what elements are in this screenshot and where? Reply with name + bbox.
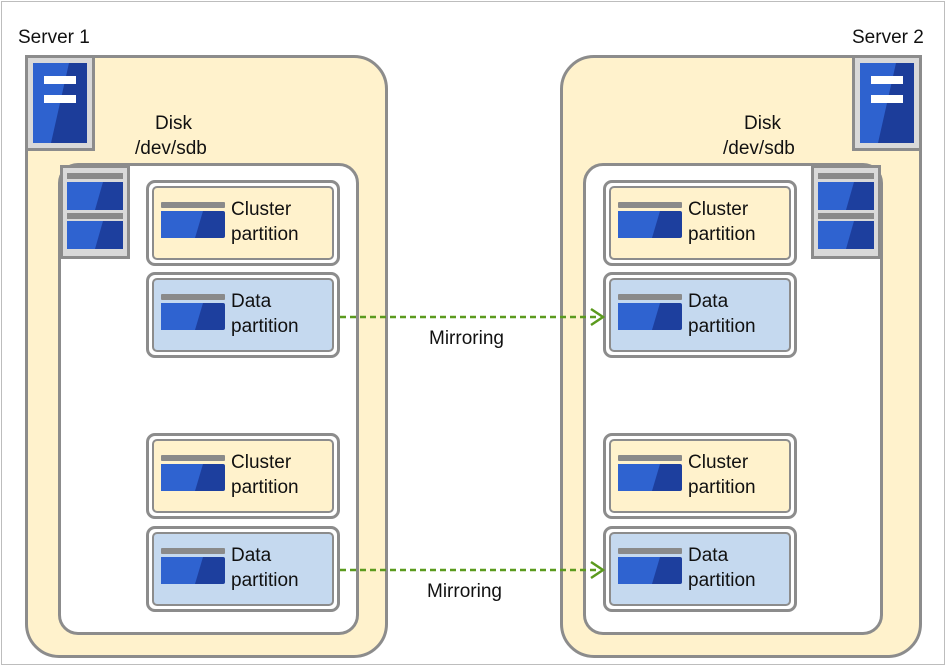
server-1-label: Server 1 [18,27,90,48]
disk-icon [60,165,130,259]
server-2-data-partition-2: Data partition [603,526,797,612]
mirroring-label-1: Mirroring [429,328,504,349]
data-partition-label: Data partition [231,291,299,337]
server-icon [852,55,922,151]
server-1-data-partition-1: Data partition [146,272,340,358]
cluster-partition-label: Cluster partition [688,452,756,498]
server-icon [25,55,95,151]
server-2-cluster-partition-1: Cluster partition [603,180,797,266]
server-2-label: Server 2 [852,27,924,48]
server-2-disk-path: /dev/sdb [723,138,795,159]
mirroring-arrow-2 [340,560,606,580]
mirroring-label-2: Mirroring [427,581,502,602]
server-2-cluster-partition-2: Cluster partition [603,433,797,519]
server-1-disk-path: /dev/sdb [135,138,207,159]
cluster-partition-label: Cluster partition [231,199,299,245]
cluster-partition-label: Cluster partition [231,452,299,498]
server-1-cluster-partition-1: Cluster partition [146,180,340,266]
cluster-partition-label: Cluster partition [688,199,756,245]
data-partition-label: Data partition [688,291,756,337]
mirroring-arrow-1 [340,307,606,327]
server-2-disk-label: Disk [744,113,781,134]
disk-icon [811,165,881,259]
data-partition-label: Data partition [231,545,299,591]
server-1-data-partition-2: Data partition [146,526,340,612]
server-1-disk-label: Disk [155,113,192,134]
server-2-data-partition-1: Data partition [603,272,797,358]
server-1-cluster-partition-2: Cluster partition [146,433,340,519]
data-partition-label: Data partition [688,545,756,591]
